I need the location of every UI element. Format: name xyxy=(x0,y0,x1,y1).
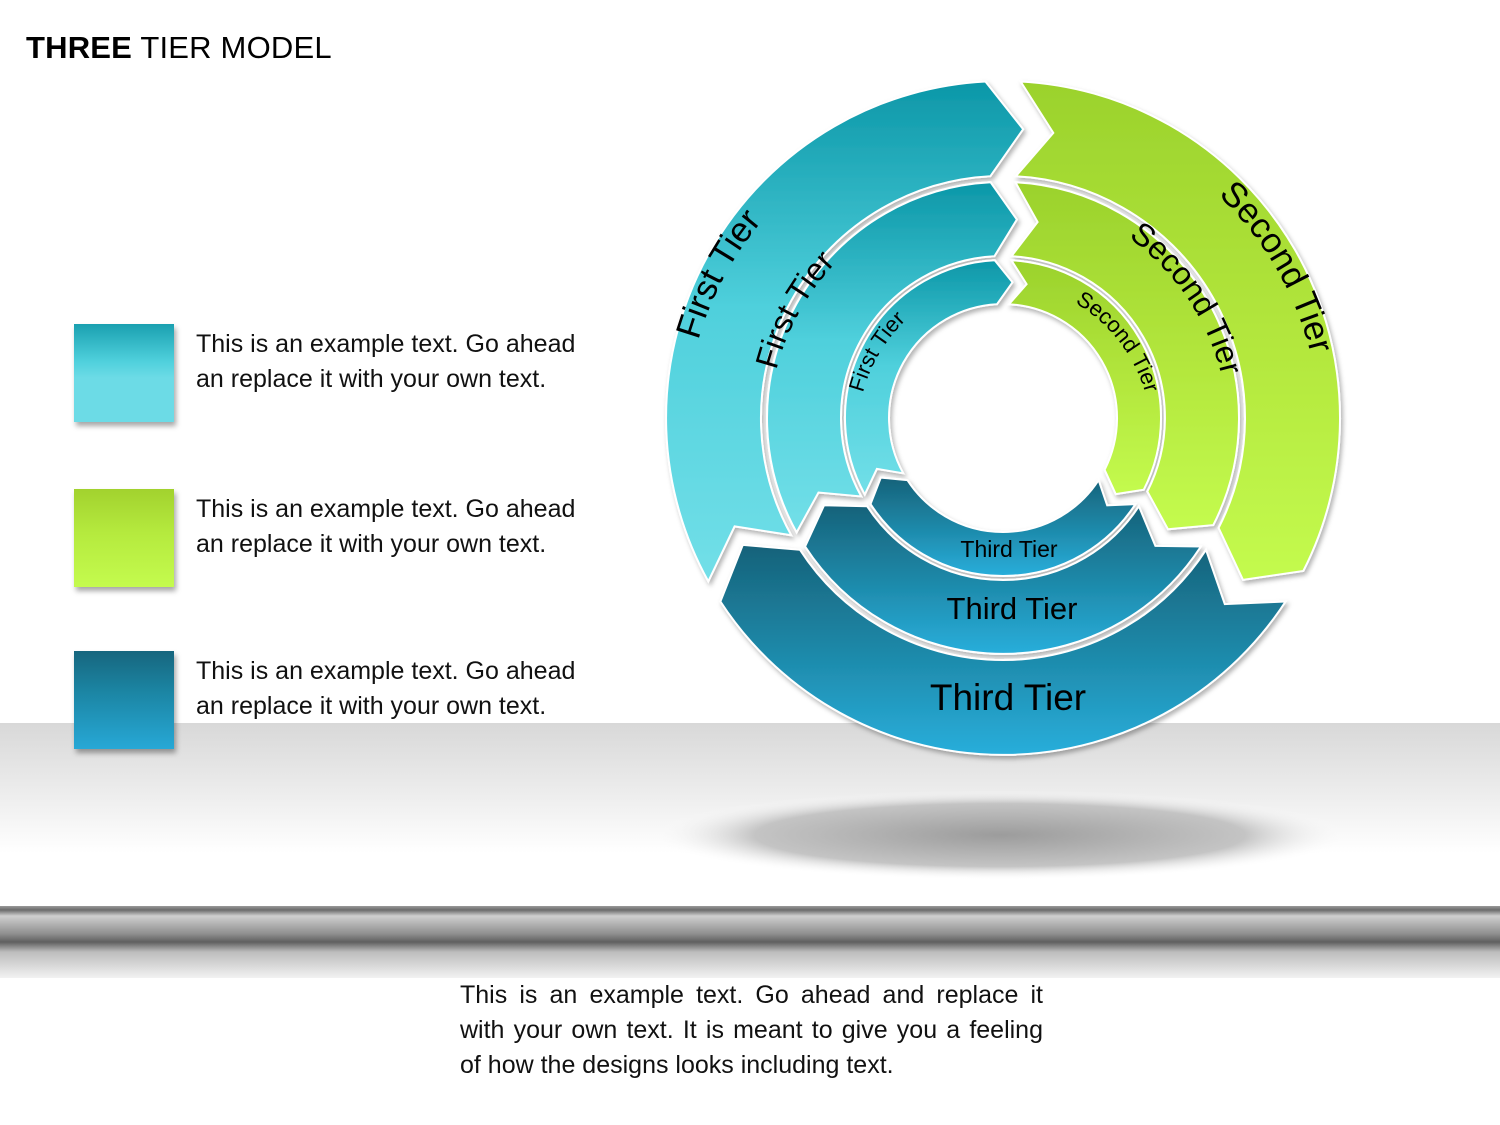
ring-inner-third-tier-segment xyxy=(869,476,1138,577)
ring-middle-third-tier-segment xyxy=(803,504,1203,655)
label-middle-third: Third Tier xyxy=(947,591,1078,626)
title-bold: THREE xyxy=(26,30,133,65)
divider-bar xyxy=(0,906,1500,978)
legend-text-first: This is an example text. Go ahead an rep… xyxy=(196,330,576,393)
ring-inner-second-tier-segment xyxy=(1006,259,1162,496)
legend-swatch-first xyxy=(74,324,174,422)
title-rest: TIER MODEL xyxy=(132,30,332,65)
legend-swatch-second xyxy=(74,489,174,587)
ring-middle-second-tier-segment xyxy=(1009,181,1240,531)
legend-text-second: This is an example text. Go ahead an rep… xyxy=(196,495,576,558)
legend-item-second: This is an example text. Go ahead an rep… xyxy=(74,489,594,599)
diagram-shadow xyxy=(650,790,1350,880)
ring-inner-first-tier-segment xyxy=(844,259,1014,497)
ring-outer-second-tier-segment xyxy=(1013,80,1341,581)
footer-text: This is an example text. Go ahead and re… xyxy=(460,981,1043,1079)
ring-middle-first-tier-segment xyxy=(766,181,1019,535)
legend-text-third: This is an example text. Go ahead an rep… xyxy=(196,657,576,720)
legend-swatch-third xyxy=(74,651,174,749)
legend-item-third: This is an example text. Go ahead an rep… xyxy=(74,651,594,761)
legend-item-first: This is an example text. Go ahead an rep… xyxy=(74,324,594,434)
ring-outer-first-tier-segment xyxy=(665,80,1025,584)
ring-outer-third-tier-segment xyxy=(719,543,1288,756)
page-title: THREE TIER MODEL xyxy=(26,30,332,66)
label-inner-third: Third Tier xyxy=(960,536,1057,562)
label-outer-third: Third Tier xyxy=(930,677,1086,718)
